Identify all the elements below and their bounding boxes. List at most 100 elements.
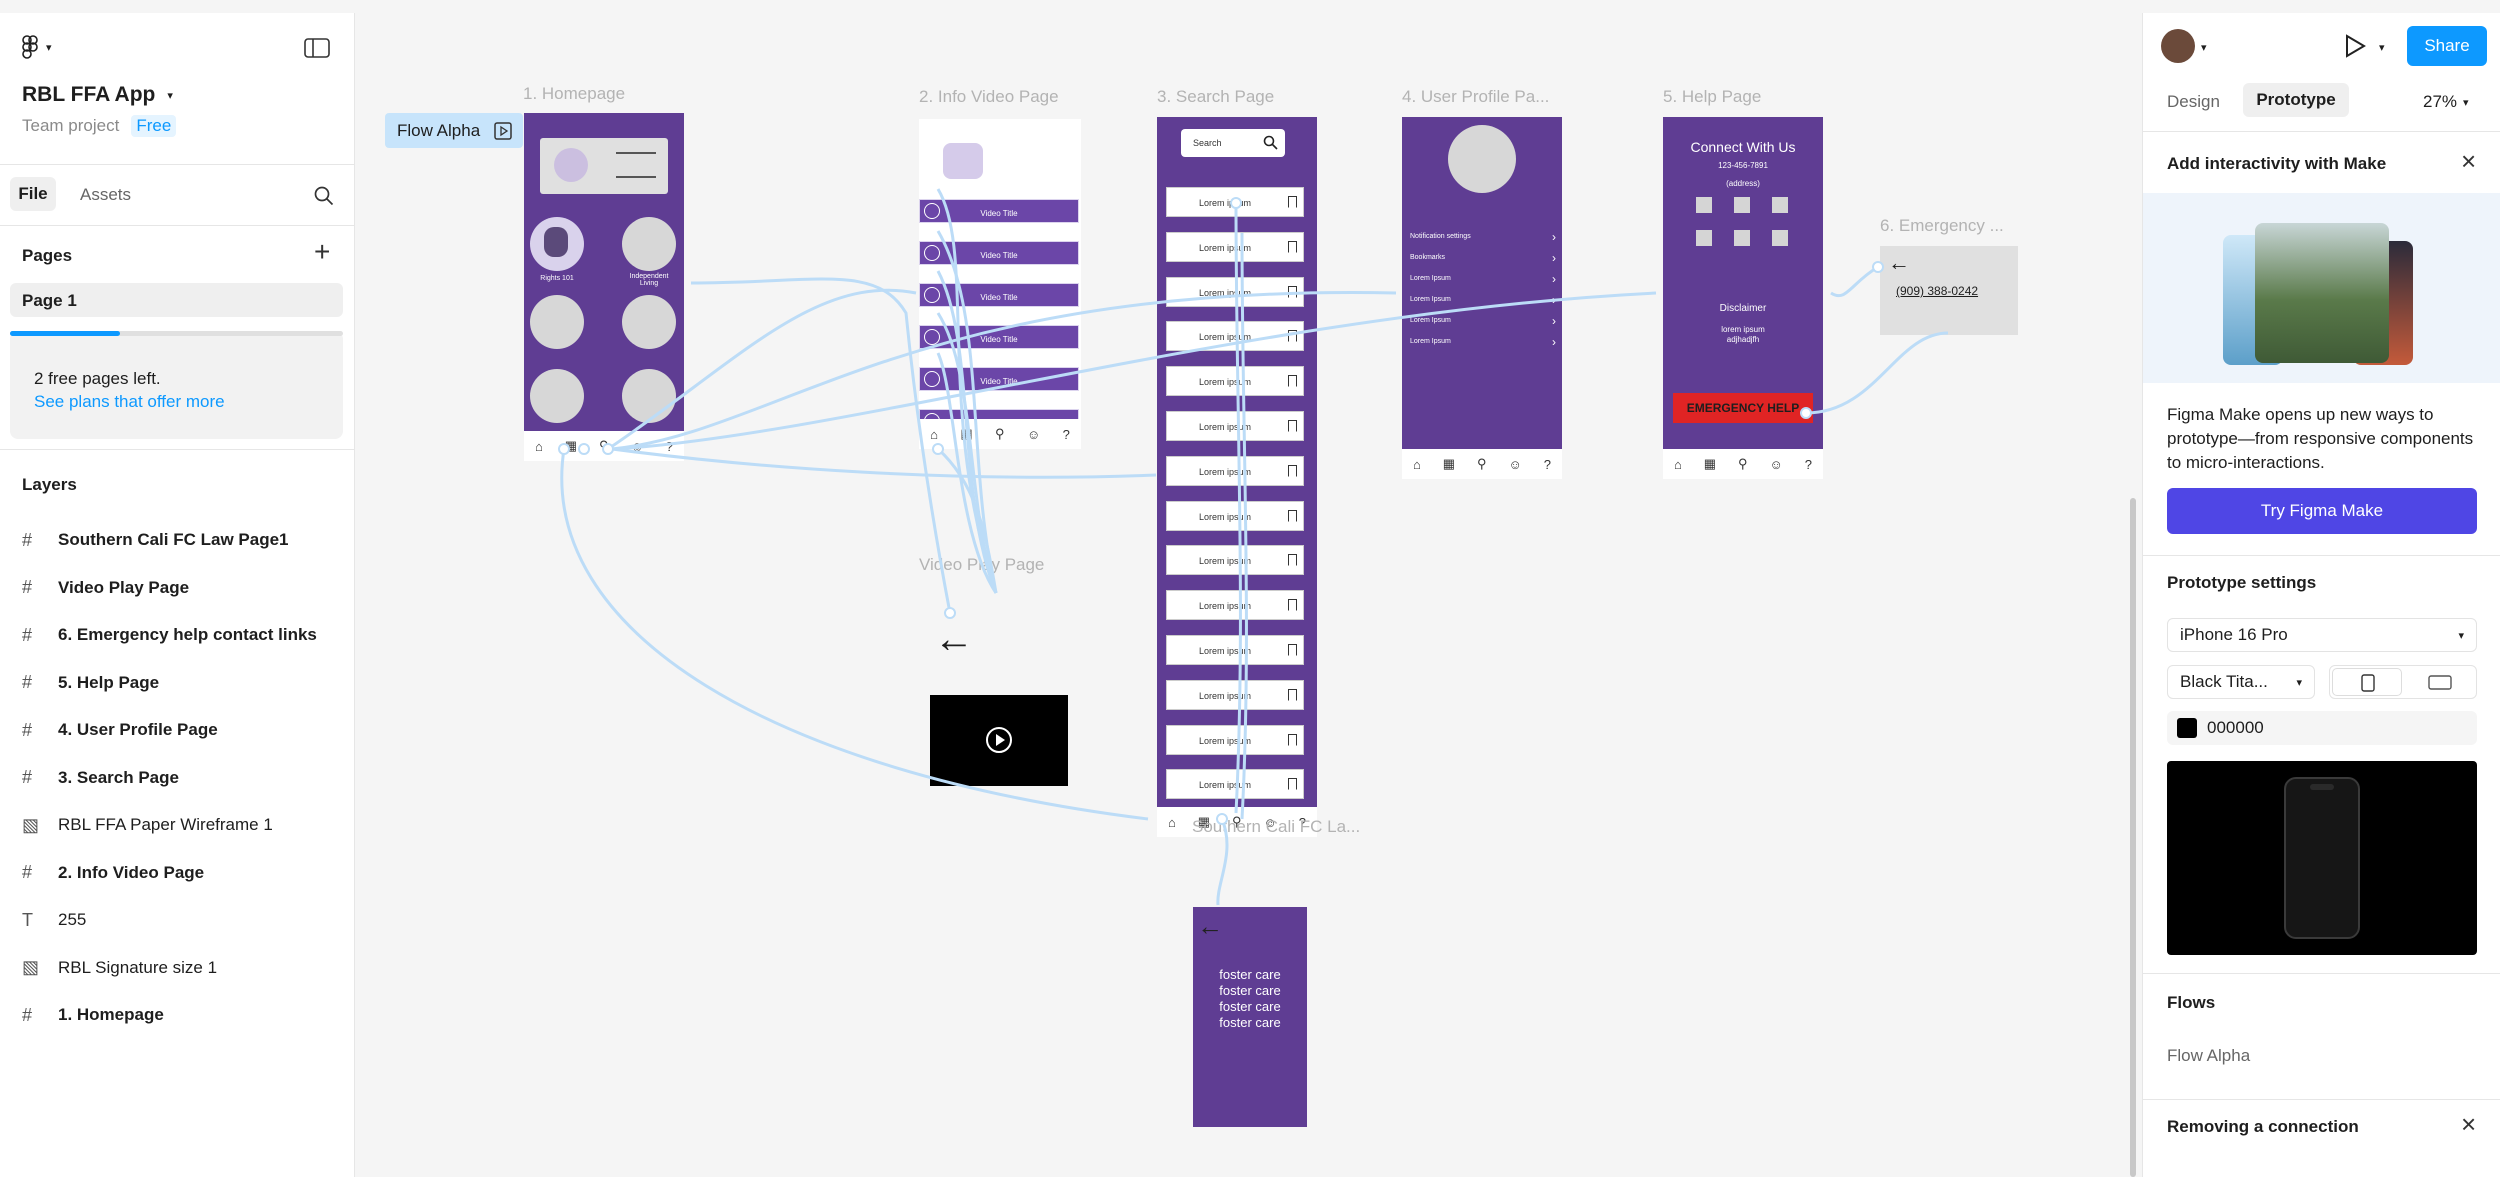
layer-row[interactable]: #Southern Cali FC Law Page1: [22, 525, 289, 555]
home-tile-4[interactable]: [622, 295, 676, 349]
search-result-row[interactable]: Lorem ipsum: [1166, 411, 1304, 441]
frame-help[interactable]: Connect With Us 123-456-7891 (address) D…: [1663, 117, 1823, 479]
background-color-field[interactable]: 000000: [2167, 711, 2477, 745]
search-result-row[interactable]: Lorem ipsum: [1166, 679, 1304, 710]
social-link-icon[interactable]: [1772, 230, 1788, 246]
close-icon[interactable]: ×: [2461, 1109, 2477, 1139]
bookmark-icon[interactable]: [1288, 330, 1297, 343]
search-result-row[interactable]: Lorem ipsum: [1166, 366, 1304, 397]
bookmark-icon[interactable]: [1288, 599, 1297, 612]
sidebar-toggle-icon[interactable]: [304, 38, 330, 58]
present-play-icon[interactable]: [2343, 33, 2367, 59]
avatar[interactable]: [2161, 29, 2195, 63]
home-icon[interactable]: ⌂: [1412, 456, 1421, 472]
independent-living-image[interactable]: [622, 217, 676, 271]
home-icon[interactable]: ⌂: [1167, 814, 1176, 830]
chevron-down-icon[interactable]: ▾: [2379, 42, 2385, 54]
back-arrow-icon[interactable]: ←: [1888, 250, 1910, 275]
page-item-1[interactable]: Page 1: [10, 283, 343, 317]
portrait-option[interactable]: [2332, 668, 2402, 696]
search-icon[interactable]: ⚲: [1232, 814, 1242, 829]
home-icon[interactable]: ⌂: [534, 438, 543, 454]
bookmark-icon[interactable]: [1288, 375, 1297, 388]
bookmark-icon[interactable]: [1288, 196, 1297, 208]
home-icon[interactable]: ⌂: [930, 426, 939, 442]
video-player[interactable]: [930, 695, 1068, 786]
chevron-down-icon[interactable]: ▾: [2201, 42, 2207, 54]
profile-menu-item[interactable]: Bookmarks›: [1410, 251, 1556, 268]
back-arrow-icon[interactable]: ←: [1197, 911, 1223, 941]
profile-icon[interactable]: ☺: [1263, 814, 1277, 830]
bookmark-icon[interactable]: [1288, 778, 1297, 791]
social-link-icon[interactable]: [1696, 230, 1712, 246]
home-tile-3[interactable]: [530, 295, 584, 349]
add-page-icon[interactable]: +: [314, 236, 331, 267]
see-plans-link[interactable]: See plans that offer more: [34, 392, 225, 411]
library-icon[interactable]: ▦: [1442, 456, 1456, 471]
plan-badge[interactable]: Free: [131, 115, 177, 137]
emergency-help-button[interactable]: EMERGENCY HELP: [1673, 393, 1813, 423]
play-circle-icon[interactable]: [924, 371, 940, 387]
search-icon[interactable]: ⚲: [995, 426, 1005, 441]
social-link-icon[interactable]: [1734, 230, 1750, 246]
search-icon[interactable]: [1263, 135, 1278, 150]
landscape-icon[interactable]: [2428, 675, 2452, 691]
library-icon[interactable]: ▦: [1197, 814, 1211, 829]
frame-label-emergency[interactable]: 6. Emergency ...: [1880, 216, 2004, 235]
main-menu[interactable]: ▾: [22, 35, 52, 59]
search-result-row[interactable]: Lorem ipsum: [1166, 724, 1304, 755]
layer-row[interactable]: #5. Help Page: [22, 668, 159, 698]
bookmark-icon[interactable]: [1288, 733, 1297, 746]
layer-row[interactable]: ▧RBL Signature size 1: [22, 953, 217, 983]
layer-row[interactable]: ▧RBL FFA Paper Wireframe 1: [22, 810, 273, 840]
model-select[interactable]: Black Tita...▾: [2167, 665, 2315, 699]
play-circle-icon[interactable]: [924, 329, 940, 345]
canvas-scrollbar[interactable]: [2130, 498, 2136, 1177]
frame-profile[interactable]: Notification settings›Bookmarks›Lorem Ip…: [1402, 117, 1562, 479]
bookmark-icon[interactable]: [1288, 285, 1297, 298]
frame-label-help[interactable]: 5. Help Page: [1663, 87, 1762, 106]
bookmark-icon[interactable]: [1288, 644, 1297, 656]
file-name-menu[interactable]: RBL FFA App ▾: [22, 83, 173, 107]
close-icon[interactable]: ×: [2461, 146, 2477, 176]
frame-label-search[interactable]: 3. Search Page: [1157, 87, 1275, 106]
search-bar[interactable]: Search: [1181, 129, 1285, 157]
bookmark-icon[interactable]: [1288, 240, 1297, 253]
profile-icon[interactable]: ☺: [1026, 426, 1041, 442]
back-arrow-icon[interactable]: ←: [934, 617, 974, 661]
search-result-row[interactable]: Lorem ipsum: [1166, 321, 1304, 352]
social-link-icon[interactable]: [1772, 197, 1788, 213]
layer-row[interactable]: #3. Search Page: [22, 763, 179, 793]
bookmark-icon[interactable]: [1288, 688, 1297, 701]
profile-menu-item[interactable]: Lorem Ipsum›: [1410, 314, 1556, 331]
play-icon[interactable]: [985, 726, 1013, 754]
color-value[interactable]: 000000: [2207, 718, 2264, 737]
share-button[interactable]: Share: [2407, 26, 2487, 66]
layer-row[interactable]: #Video Play Page: [22, 573, 189, 603]
play-frame-icon[interactable]: [494, 121, 512, 140]
bookmark-icon[interactable]: [1288, 509, 1297, 522]
tab-design[interactable]: Design: [2167, 92, 2220, 111]
frame-label-homepage[interactable]: 1. Homepage: [523, 84, 626, 103]
rights-101-image[interactable]: [530, 217, 584, 271]
bookmark-icon[interactable]: [1288, 554, 1297, 567]
home-tile-5[interactable]: [530, 369, 584, 423]
flow-item[interactable]: Flow Alpha: [2167, 1046, 2251, 1065]
tab-prototype[interactable]: Prototype: [2243, 83, 2349, 117]
orientation-toggle[interactable]: [2329, 665, 2477, 699]
profile-menu-item[interactable]: Lorem Ipsum›: [1410, 272, 1556, 289]
library-icon[interactable]: ▦: [1703, 456, 1717, 471]
help-icon[interactable]: ?: [665, 438, 673, 454]
device-select[interactable]: iPhone 16 Pro▾: [2167, 618, 2477, 652]
layer-row[interactable]: #1. Homepage: [22, 1000, 164, 1030]
search-icon[interactable]: ⚲: [1738, 456, 1748, 471]
profile-icon[interactable]: ☺: [1769, 456, 1783, 472]
profile-avatar[interactable]: [1448, 125, 1516, 193]
search-icon[interactable]: ⚲: [1477, 456, 1487, 471]
help-icon[interactable]: ?: [1543, 456, 1551, 472]
social-link-icon[interactable]: [1696, 197, 1712, 213]
profile-menu-item[interactable]: Lorem Ipsum›: [1410, 335, 1556, 352]
layer-row[interactable]: #6. Emergency help contact links: [22, 620, 317, 650]
